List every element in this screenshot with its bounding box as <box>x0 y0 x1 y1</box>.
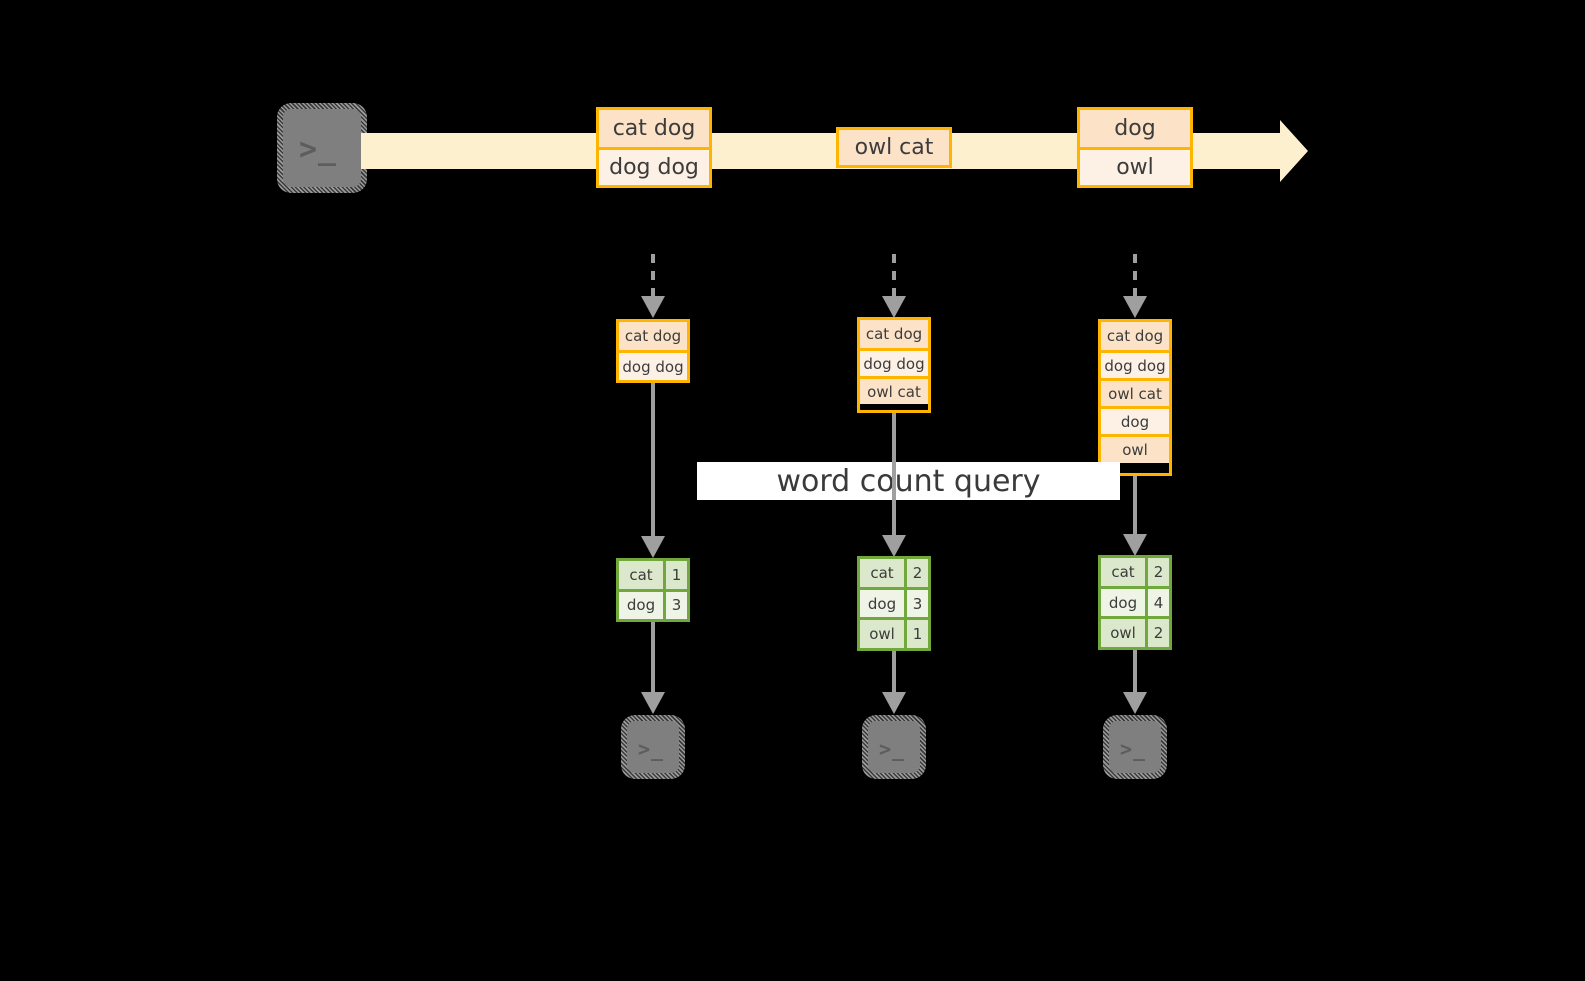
column-3-intake-line <box>1133 254 1137 298</box>
column-3-result-word: cat <box>1101 558 1145 586</box>
column-2-sink-line <box>892 651 896 694</box>
column-3-result-word: owl <box>1101 619 1145 648</box>
column-3-result-count: 2 <box>1145 558 1169 586</box>
column-1-accumulated-table[interactable]: cat dog dog dog <box>616 319 690 383</box>
column-1-result-count: 1 <box>663 561 687 589</box>
column-3-intake-arrowhead <box>1123 296 1147 318</box>
query-label-text: word count query <box>776 463 1041 499</box>
column-3-accumulated-row: owl cat <box>1101 378 1169 406</box>
column-2-sink-arrowhead <box>882 692 906 714</box>
table-row: cat 1 <box>619 561 687 589</box>
column-1-result-word: dog <box>619 591 663 619</box>
stream-batch-3[interactable]: dog owl <box>1077 107 1193 188</box>
column-2-result-count: 3 <box>904 589 928 618</box>
column-2-intake-line <box>892 254 896 298</box>
column-1-sink-line <box>651 622 655 694</box>
stream-batch-1-line-2: dog dog <box>599 147 709 185</box>
column-1-result-count: 3 <box>663 591 687 619</box>
column-2-result-word: cat <box>860 559 904 587</box>
column-3-query-arrowhead <box>1123 534 1147 556</box>
table-row: cat 2 <box>860 559 928 587</box>
terminal-prompt-glyph: >_ <box>638 737 665 761</box>
column-3-result-count: 2 <box>1145 619 1169 648</box>
column-3-query-line <box>1133 476 1137 537</box>
column-3-sink-line <box>1133 650 1137 694</box>
table-row: dog 4 <box>1101 585 1169 617</box>
column-3-accumulated-table[interactable]: cat dog dog dog owl cat dog owl <box>1098 319 1172 476</box>
query-label-banner: word count query <box>697 462 1120 500</box>
column-2-intake-arrowhead <box>882 296 906 318</box>
column-2-sink-terminal-icon[interactable]: >_ <box>862 715 926 779</box>
terminal-face <box>1109 721 1161 773</box>
column-1-accumulated-row: cat dog <box>619 322 687 350</box>
column-1-sink-terminal-icon[interactable]: >_ <box>621 715 685 779</box>
column-2-result-table[interactable]: cat 2 dog 3 owl 1 <box>857 556 931 651</box>
column-2-result-count: 2 <box>904 559 928 587</box>
column-3-accumulated-row: owl <box>1101 434 1169 463</box>
source-terminal-icon[interactable]: >_ <box>277 103 367 193</box>
column-2-result-word: owl <box>860 620 904 649</box>
column-1-intake-line <box>651 254 655 298</box>
column-1-query-arrowhead <box>641 536 665 558</box>
column-3-result-word: dog <box>1101 588 1145 617</box>
stream-batch-2-line-1: owl cat <box>839 130 949 165</box>
stream-batch-3-line-2: owl <box>1080 147 1190 185</box>
column-3-accumulated-row: cat dog <box>1101 322 1169 350</box>
column-1-intake-arrowhead <box>641 296 665 318</box>
column-3-accumulated-row: dog <box>1101 406 1169 434</box>
terminal-prompt-glyph: >_ <box>1120 737 1147 761</box>
column-2-query-line-overlay <box>892 462 896 500</box>
column-1-sink-arrowhead <box>641 692 665 714</box>
column-3-accumulated-row: dog dog <box>1101 350 1169 378</box>
stream-batch-1-line-1: cat dog <box>599 110 709 147</box>
column-2-accumulated-row: owl cat <box>860 376 928 404</box>
column-1-accumulated-row: dog dog <box>619 350 687 380</box>
column-1-result-table[interactable]: cat 1 dog 3 <box>616 558 690 622</box>
terminal-prompt-glyph: >_ <box>299 132 338 167</box>
column-2-accumulated-table[interactable]: cat dog dog dog owl cat <box>857 317 931 413</box>
stream-batch-1[interactable]: cat dog dog dog <box>596 107 712 188</box>
column-2-query-arrowhead <box>882 535 906 557</box>
table-row: dog 3 <box>860 586 928 618</box>
column-3-result-count: 4 <box>1145 588 1169 617</box>
stream-batch-2[interactable]: owl cat <box>836 127 952 168</box>
table-row: cat 2 <box>1101 558 1169 586</box>
stream-batch-3-line-1: dog <box>1080 110 1190 147</box>
column-3-sink-terminal-icon[interactable]: >_ <box>1103 715 1167 779</box>
table-row: owl 2 <box>1101 616 1169 648</box>
column-1-query-line <box>651 383 655 538</box>
table-row: owl 1 <box>860 617 928 649</box>
terminal-face <box>283 109 361 187</box>
column-2-result-word: dog <box>860 589 904 618</box>
column-1-result-word: cat <box>619 561 663 589</box>
terminal-face <box>627 721 679 773</box>
terminal-face <box>868 721 920 773</box>
terminal-prompt-glyph: >_ <box>879 737 906 761</box>
column-2-result-count: 1 <box>904 620 928 649</box>
table-row: dog 3 <box>619 588 687 619</box>
stream-band-arrowhead <box>1280 120 1308 182</box>
column-2-accumulated-row: cat dog <box>860 320 928 348</box>
column-2-accumulated-row: dog dog <box>860 348 928 376</box>
column-3-sink-arrowhead <box>1123 692 1147 714</box>
column-3-query-line-overlay <box>1133 476 1137 500</box>
column-3-result-table[interactable]: cat 2 dog 4 owl 2 <box>1098 555 1172 650</box>
